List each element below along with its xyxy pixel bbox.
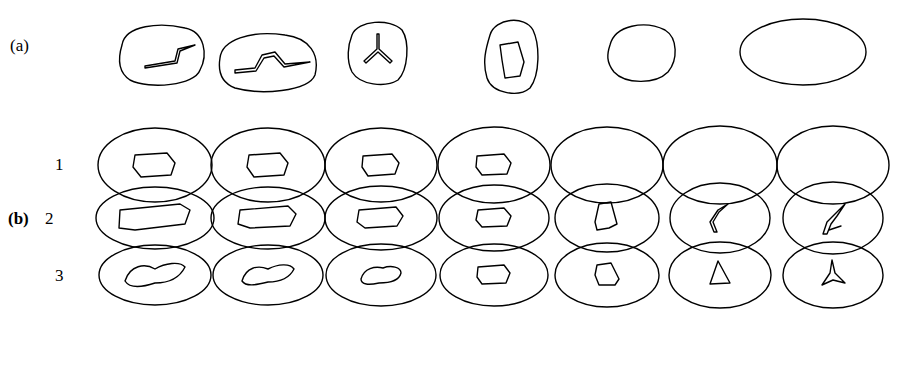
panel-label: (a)	[10, 37, 29, 54]
row-number: 3	[55, 267, 64, 284]
row-number: 2	[45, 210, 54, 227]
row-number: 1	[55, 156, 64, 173]
panel-label: (b)	[8, 210, 29, 227]
